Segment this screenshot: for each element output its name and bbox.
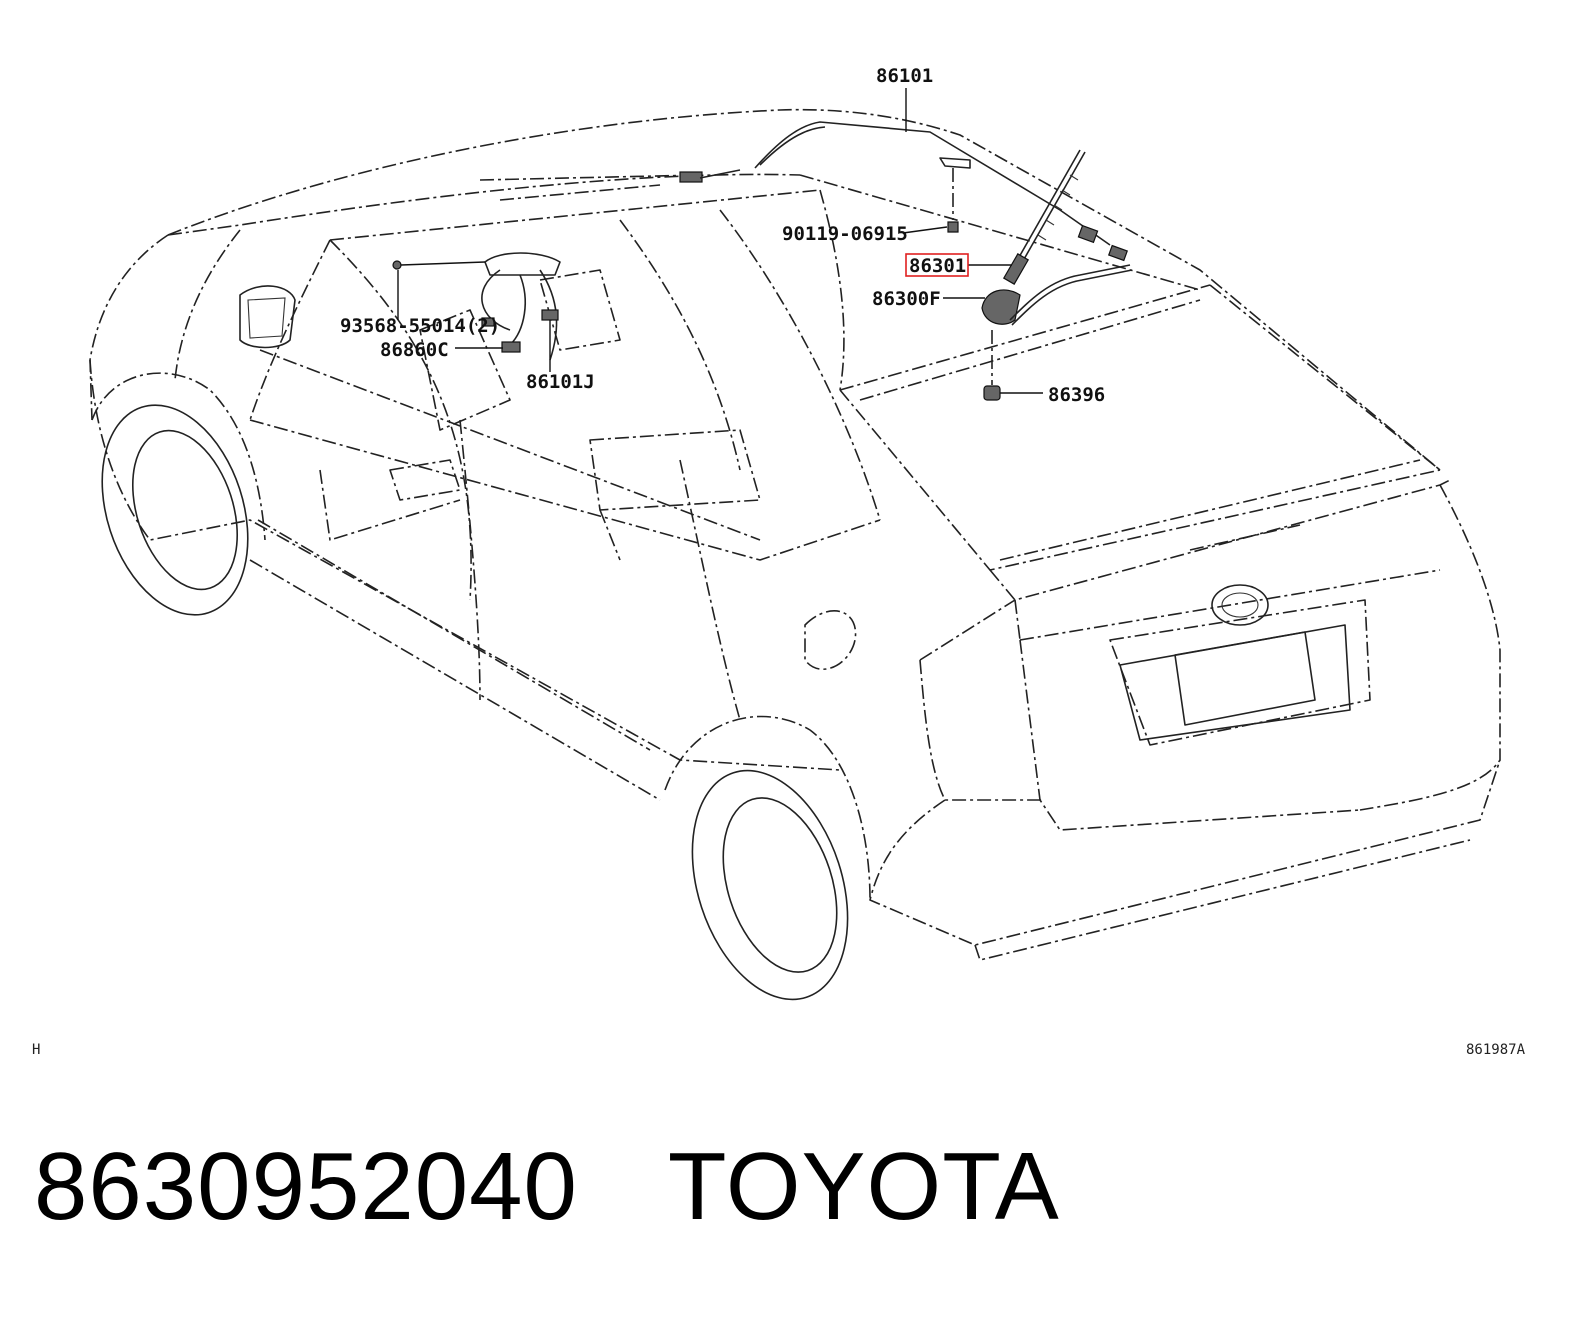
callout-86101j: 86101J bbox=[526, 371, 595, 393]
antenna-mast-rod bbox=[1014, 151, 1086, 276]
roof-antenna-assembly bbox=[754, 121, 1133, 401]
caption: 8630952040 TOYOTA bbox=[34, 1132, 1060, 1242]
rear-wheel bbox=[691, 769, 849, 1001]
callout-86101: 86101 bbox=[876, 65, 933, 87]
part-number: 8630952040 bbox=[34, 1133, 578, 1240]
brand-name: TOYOTA bbox=[667, 1133, 1060, 1240]
callout-86301: 86301 bbox=[909, 255, 966, 277]
callout-86860c: 86860C bbox=[380, 339, 449, 361]
corner-label-left: H bbox=[32, 1042, 40, 1058]
leader-lines bbox=[397, 88, 1043, 394]
highlight-box-86301 bbox=[905, 253, 969, 277]
callout-93568-55014: 93568-55014(2) bbox=[340, 315, 500, 337]
car-body-outline bbox=[89, 108, 1501, 961]
callout-90119-06915: 90119-06915 bbox=[782, 223, 908, 245]
screw-93568 bbox=[392, 260, 486, 270]
callout-86300f: 86300F bbox=[872, 288, 941, 310]
front-wheel bbox=[101, 404, 249, 616]
front-antenna-cable bbox=[481, 169, 741, 361]
callout-86396: 86396 bbox=[1048, 384, 1105, 406]
corner-label-right: 861987A bbox=[1466, 1042, 1526, 1058]
